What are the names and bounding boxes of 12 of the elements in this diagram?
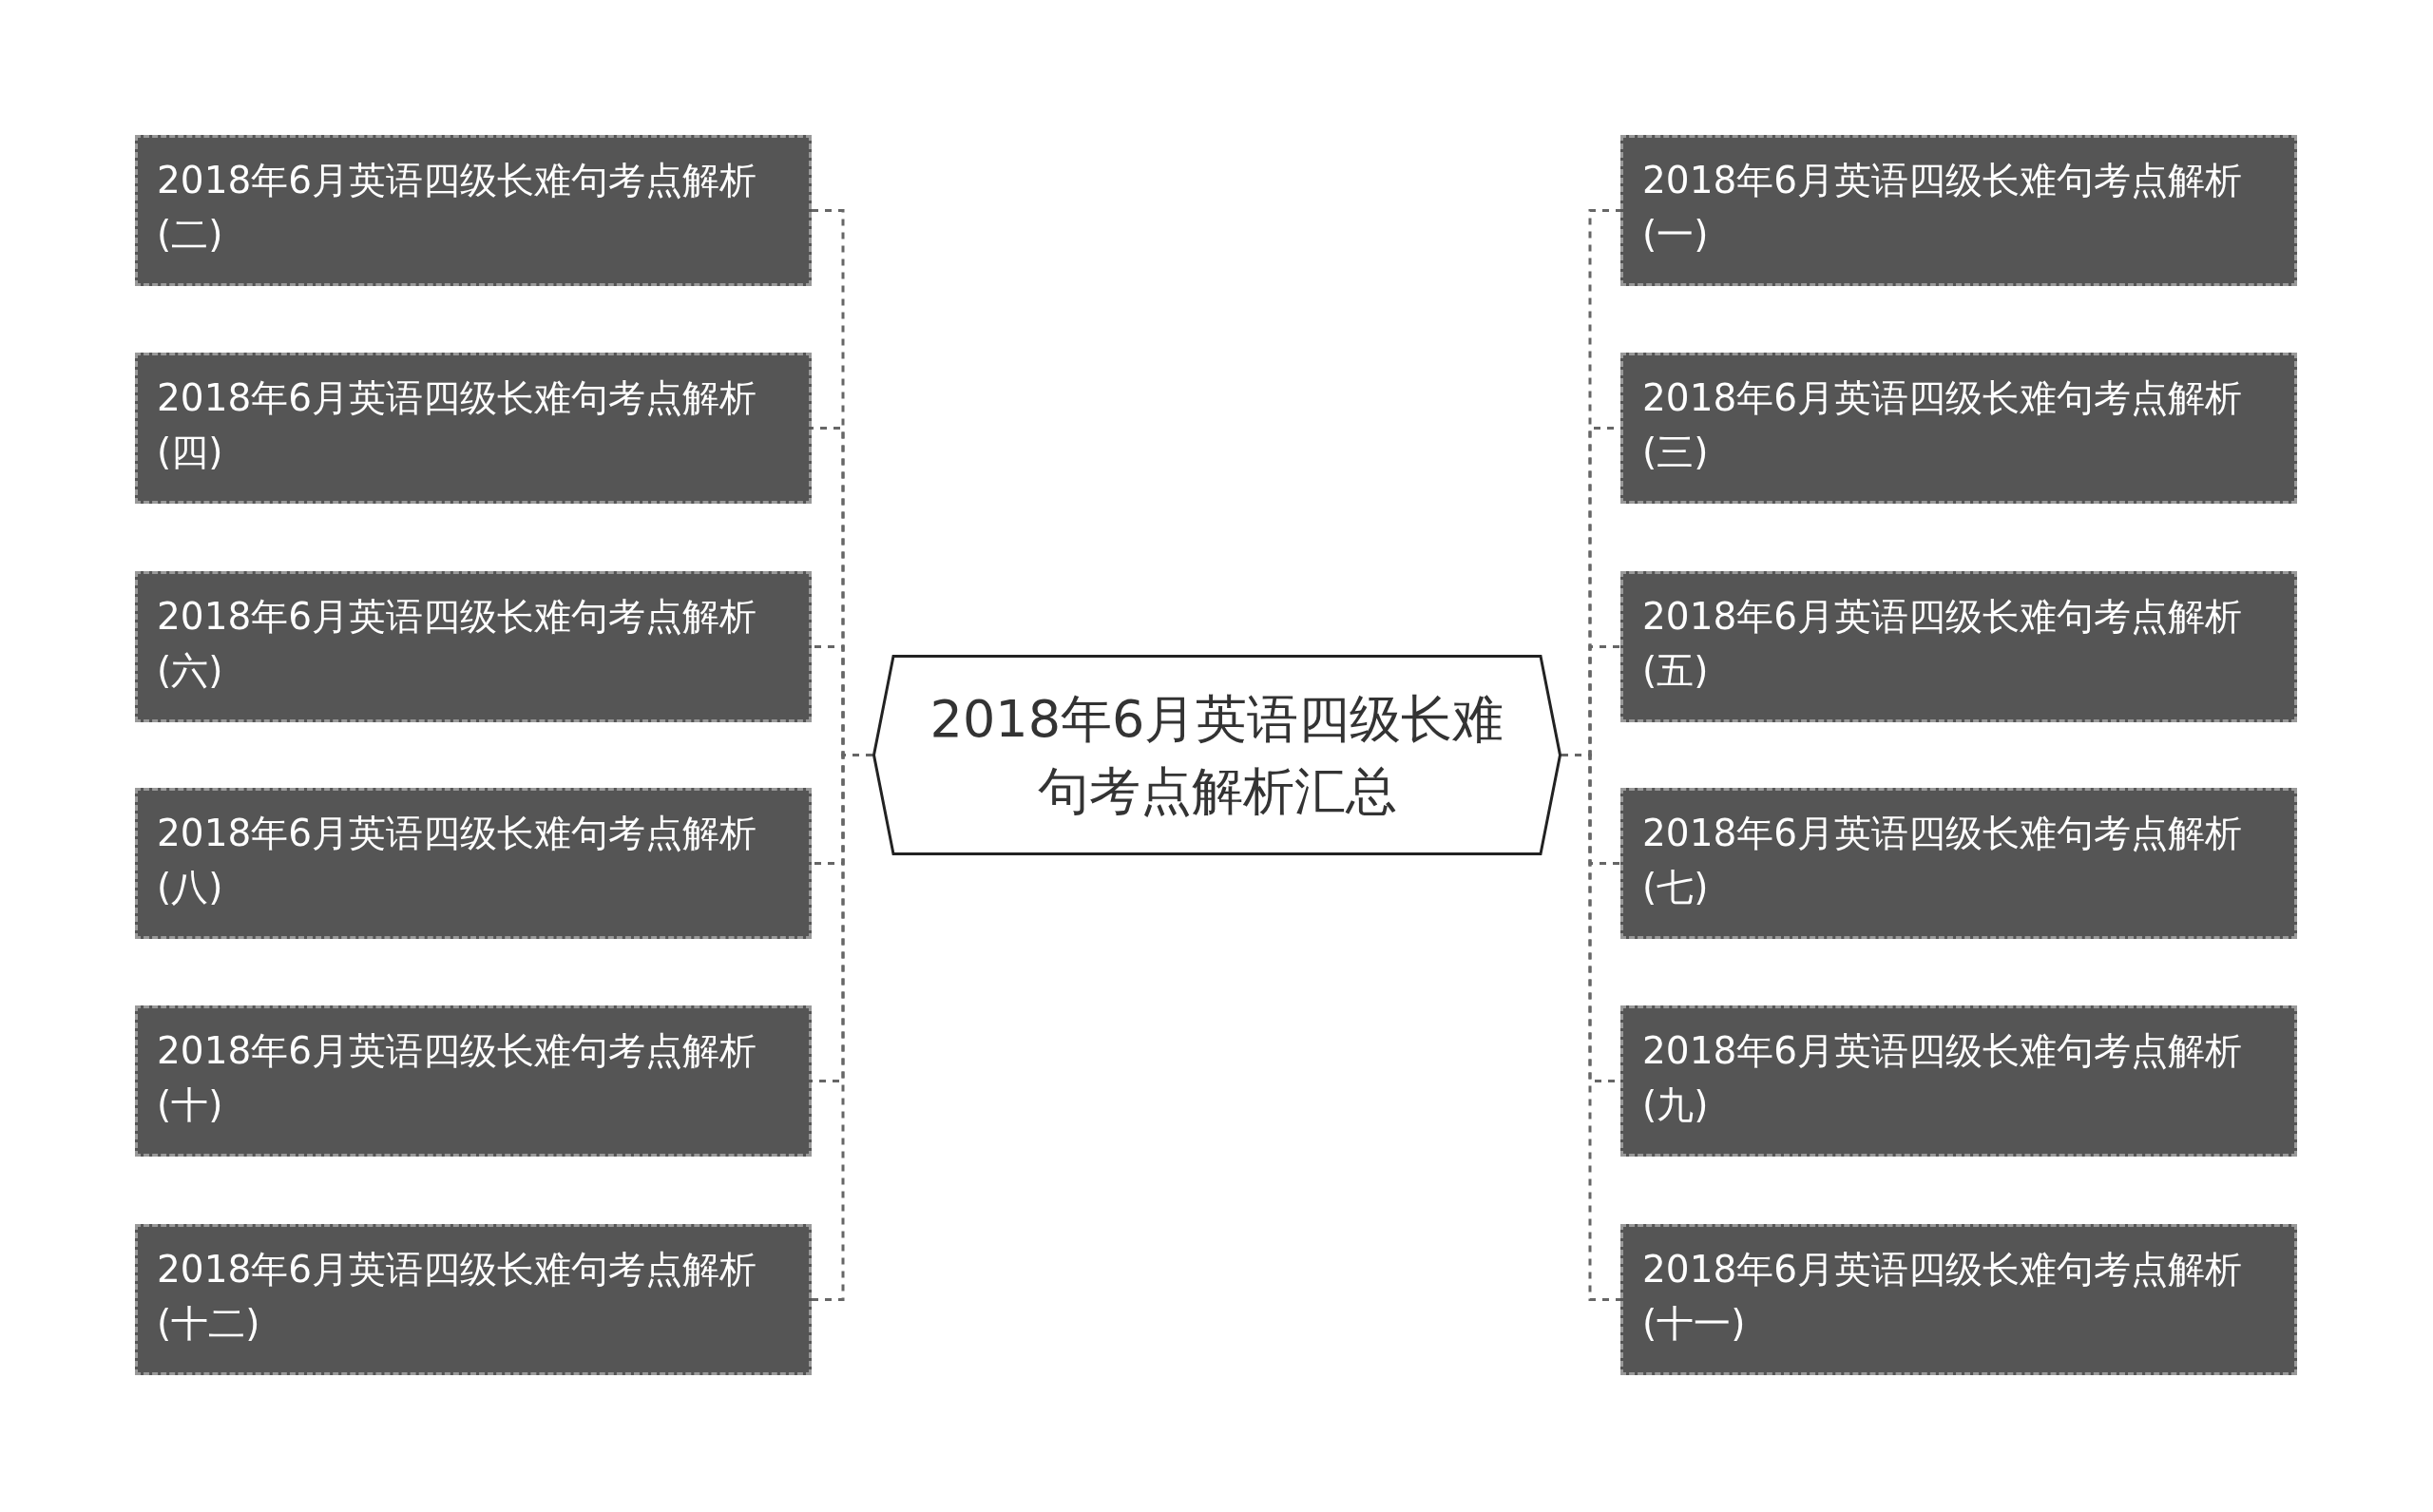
topic-box: 2018年6月英语四级长难句考点解析(一) xyxy=(1620,135,2297,286)
topic-box: 2018年6月英语四级长难句考点解析(二) xyxy=(135,135,812,286)
topic-box: 2018年6月英语四级长难句考点解析(十) xyxy=(135,1005,812,1157)
topic-box: 2018年6月英语四级长难句考点解析(四) xyxy=(135,353,812,504)
topic-box: 2018年6月英语四级长难句考点解析(三) xyxy=(1620,353,2297,504)
topic-box: 2018年6月英语四级长难句考点解析(八) xyxy=(135,788,812,939)
topic-box: 2018年6月英语四级长难句考点解析(十二) xyxy=(135,1224,812,1375)
topic-box: 2018年6月英语四级长难句考点解析(六) xyxy=(135,571,812,722)
topic-box: 2018年6月英语四级长难句考点解析(九) xyxy=(1620,1005,2297,1157)
topic-box: 2018年6月英语四级长难句考点解析(七) xyxy=(1620,788,2297,939)
topic-box: 2018年6月英语四级长难句考点解析(十一) xyxy=(1620,1224,2297,1375)
topic-box: 2018年6月英语四级长难句考点解析(五) xyxy=(1620,571,2297,722)
